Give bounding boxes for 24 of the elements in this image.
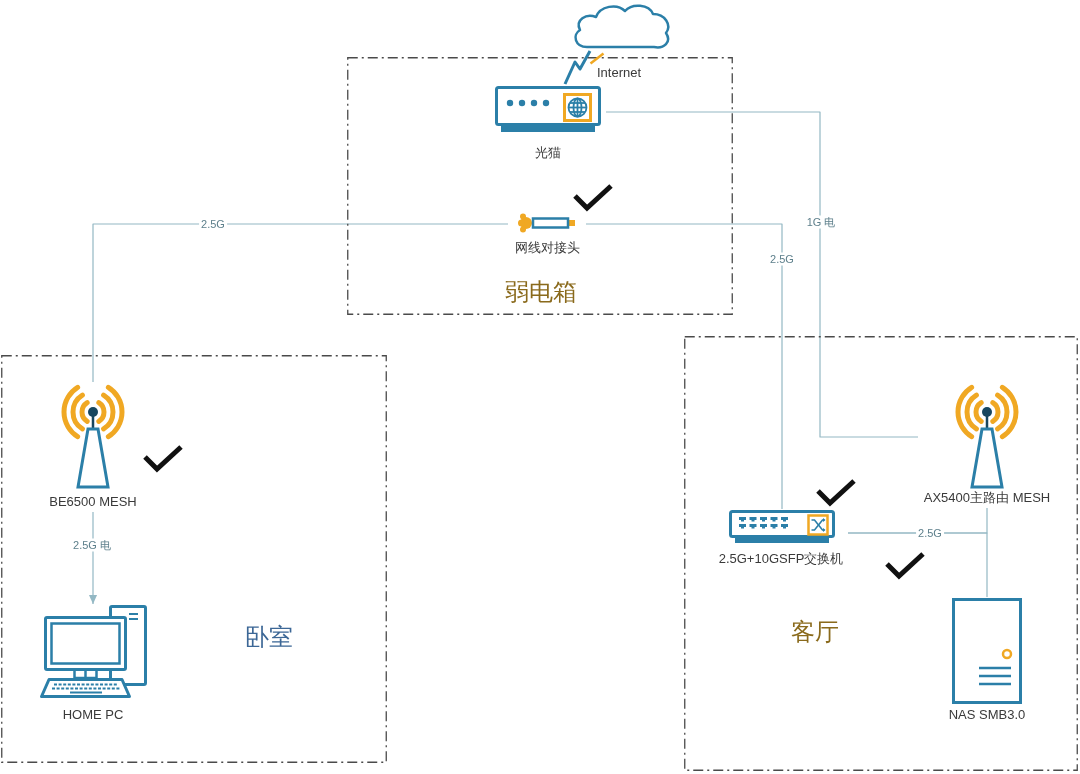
- zone-frame: [684, 336, 1078, 771]
- edge-label: 2.5G 电: [71, 538, 113, 552]
- device-label: 2.5G+10GSFP交换机: [718, 551, 844, 567]
- edge-label: 2.5G: [768, 252, 796, 266]
- zone-title: 弱电箱: [505, 278, 577, 306]
- arrow: [88, 511, 98, 605]
- edge-label: 1G 电: [804, 215, 838, 229]
- zone-frame: [1, 355, 387, 763]
- device-label: 光猫: [535, 145, 561, 161]
- cloud-caption: Internet: [597, 65, 642, 80]
- device-label: NAS SMB3.0: [948, 707, 1026, 723]
- lightning-bolt: [563, 50, 592, 85]
- zone-frame: [347, 57, 733, 315]
- connector-line: [92, 223, 509, 383]
- connector-line: [585, 223, 783, 510]
- zone-title: 卧室: [245, 623, 293, 651]
- device-label: AX5400主路由 MESH: [923, 490, 1051, 506]
- device-label: BE6500 MESH: [49, 494, 137, 510]
- zone-title: 客厅: [791, 618, 839, 646]
- device-label: 网线对接头: [514, 240, 580, 256]
- edge-label: 2.5G: [199, 217, 227, 231]
- device-label: HOME PC: [62, 707, 124, 723]
- connector-line: [605, 111, 919, 438]
- edge-label: 2.5G: [916, 526, 944, 540]
